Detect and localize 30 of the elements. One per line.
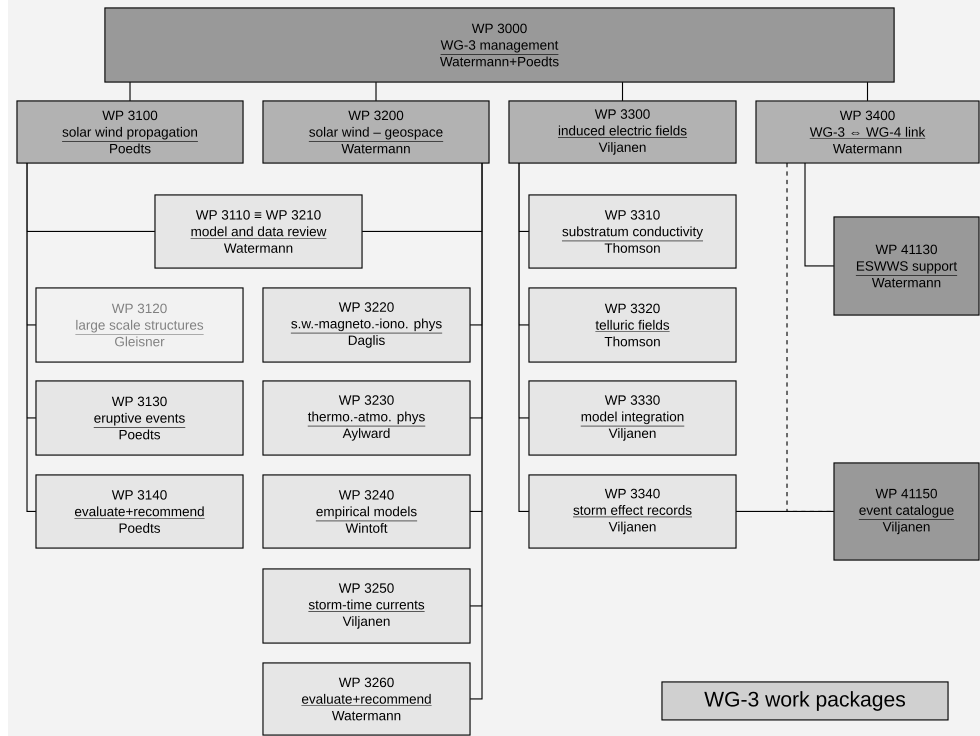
work-package-box: WP 3110 ≡ WP 3210 model and data review Watermann <box>154 194 363 269</box>
work-package-box: WP 3340 storm effect records Viljanen <box>528 474 737 549</box>
connector-line <box>622 82 624 100</box>
connector-line <box>866 82 868 100</box>
work-package-box: WP 3230 thermo.-atmo. phys Aylward <box>262 380 471 456</box>
work-package-box: WP 3100 solar wind propagation Poedts <box>16 100 244 164</box>
connector-line <box>375 82 377 100</box>
work-package-box: WP 3260 evaluate+recommend Watermann <box>262 662 471 736</box>
connector-line <box>804 163 834 267</box>
work-package-box: WP 3310 substratum conductivity Thomson <box>528 194 737 269</box>
work-package-box: WP 3320 telluric fields Thomson <box>528 287 737 363</box>
title-box: WG-3 work packages <box>661 681 949 721</box>
work-package-box: WP 3120 large scale structures Gleisner <box>35 287 244 363</box>
connector-line <box>129 82 131 100</box>
connector-line <box>736 510 834 512</box>
work-package-box: WP 3200 solar wind – geospace Watermann <box>262 100 490 164</box>
work-package-box: WP 3130 eruptive events Poedts <box>35 380 244 456</box>
work-package-box: WP 3300 induced electric fields Viljanen <box>508 100 737 164</box>
work-package-box: WP 3250 storm-time currents Viljanen <box>262 568 471 644</box>
work-package-box: WP 3330 model integration Viljanen <box>528 380 737 456</box>
work-package-box: WP 41130 ESWWS support Watermann <box>833 216 980 316</box>
work-package-box: WP 3000 WG-3 management Watermann+Poedts <box>104 7 895 83</box>
work-package-box: WP 3400 WG-3 ⇔ WG-4 link Watermann <box>755 100 980 164</box>
connector-line <box>470 163 483 700</box>
work-package-box: WP 3140 evaluate+recommend Poedts <box>35 474 244 549</box>
work-package-box: WP 3240 empirical models Wintoft <box>262 474 471 549</box>
work-package-box: WP 3220 s.w.-magneto.-iono. phys Daglis <box>262 287 471 363</box>
connector-line <box>518 163 528 512</box>
work-package-box: WP 41150 event catalogue Viljanen <box>833 462 980 561</box>
connector-line <box>26 163 36 512</box>
